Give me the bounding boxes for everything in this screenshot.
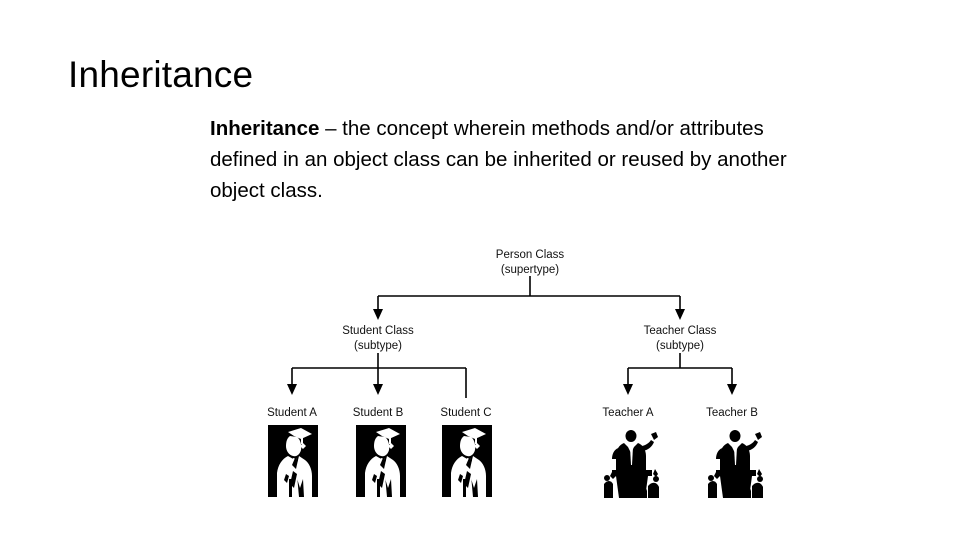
body-lead-term: Inheritance (210, 117, 320, 140)
body-text: Inheritance – the concept wherein method… (210, 113, 810, 206)
node-person-class: Person Class (supertype) (470, 248, 590, 277)
graduate-silhouette-icon (442, 425, 492, 497)
leaf-label-teacher-b: Teacher B (706, 407, 758, 419)
arrowhead-student-b (373, 384, 383, 395)
node-person-class-line1: Person Class (495, 249, 565, 261)
arrowhead-student-a (287, 384, 297, 395)
arrowhead-teacher-b (727, 384, 737, 395)
leaf-label-student-b: Student B (352, 407, 404, 419)
node-student-class-line2: (subtype) (354, 339, 402, 352)
inheritance-diagram: Person Class (supertype) Student Class (… (0, 240, 960, 510)
graduate-silhouette-icon (356, 425, 406, 497)
node-teacher-class: Teacher Class (subtype) (620, 324, 740, 353)
arrowhead-teacher-class (675, 309, 685, 320)
body-rest-text: – the concept wherein methods and/or att… (210, 117, 787, 202)
teacher-podium-silhouette-icon (702, 426, 770, 498)
leaf-label-student-c: Student C (440, 407, 492, 419)
teacher-podium-silhouette-icon (598, 426, 666, 498)
node-person-class-line2: (supertype) (500, 263, 560, 276)
node-student-class-line1: Student Class (342, 325, 414, 337)
page-title: Inheritance (68, 54, 254, 95)
arrowhead-student-class (373, 309, 383, 320)
arrowhead-teacher-a (623, 384, 633, 395)
leaf-label-student-a: Student A (267, 407, 317, 419)
node-teacher-class-line1: Teacher Class (643, 325, 717, 337)
leaf-label-teacher-a: Teacher A (602, 407, 654, 419)
node-student-class: Student Class (subtype) (318, 324, 438, 353)
node-teacher-class-line2: (subtype) (656, 339, 704, 352)
diagram-connectors (287, 276, 737, 398)
graduate-silhouette-icon (268, 425, 318, 497)
